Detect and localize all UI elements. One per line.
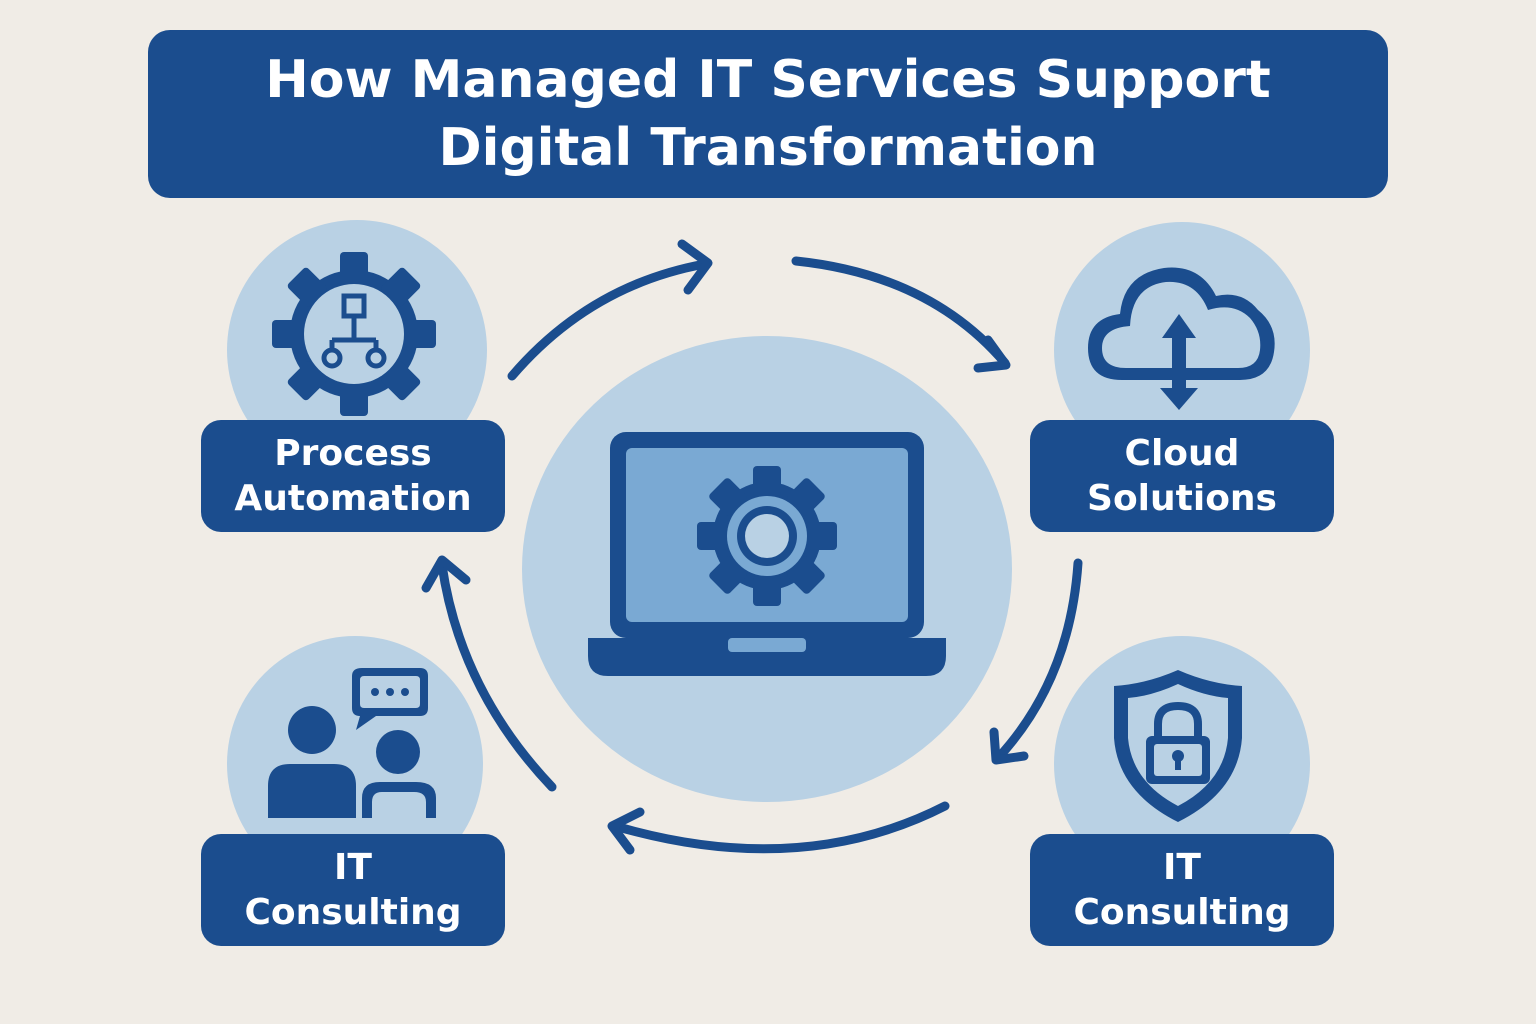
process-automation-label: Process Automation (201, 420, 505, 532)
arrow-process-to-top (507, 259, 710, 381)
arrow-cloud-to-security (993, 558, 1083, 763)
cloud-solutions-line-1: Cloud (1124, 433, 1240, 474)
it-consulting-people-line-1: IT (334, 847, 372, 888)
people-chat-icon (264, 664, 444, 824)
it-consulting-security-line-2: Consulting (1073, 892, 1291, 933)
diagram-title: How Managed IT Services Support Digital … (148, 30, 1388, 198)
it-consulting-security-line-1: IT (1163, 847, 1201, 888)
arrowhead-bottom (607, 807, 645, 855)
cloud-solutions-line-2: Solutions (1087, 478, 1277, 519)
process-automation-line-1: Process (274, 433, 432, 474)
cloud-solutions-label: Cloud Solutions (1030, 420, 1334, 532)
title-line-2: Digital Transformation (438, 118, 1098, 178)
laptop-gear-icon (586, 428, 948, 680)
arrow-security-to-people (610, 801, 950, 854)
shield-lock-icon (1110, 666, 1246, 826)
process-automation-line-2: Automation (234, 478, 472, 519)
arrow-people-to-process (437, 560, 557, 792)
it-consulting-people-label: IT Consulting (201, 834, 505, 946)
title-line-1: How Managed IT Services Support (265, 50, 1271, 110)
cloud-upload-download-icon (1082, 252, 1282, 412)
it-consulting-security-label: IT Consulting (1030, 834, 1334, 946)
arrowhead-right (989, 727, 1029, 765)
arrowhead-top-right (973, 335, 1011, 373)
gear-flowchart-icon (272, 252, 436, 416)
arrowhead-top-left (677, 239, 713, 295)
arrowhead-left (421, 555, 471, 593)
it-consulting-people-line-2: Consulting (244, 892, 462, 933)
